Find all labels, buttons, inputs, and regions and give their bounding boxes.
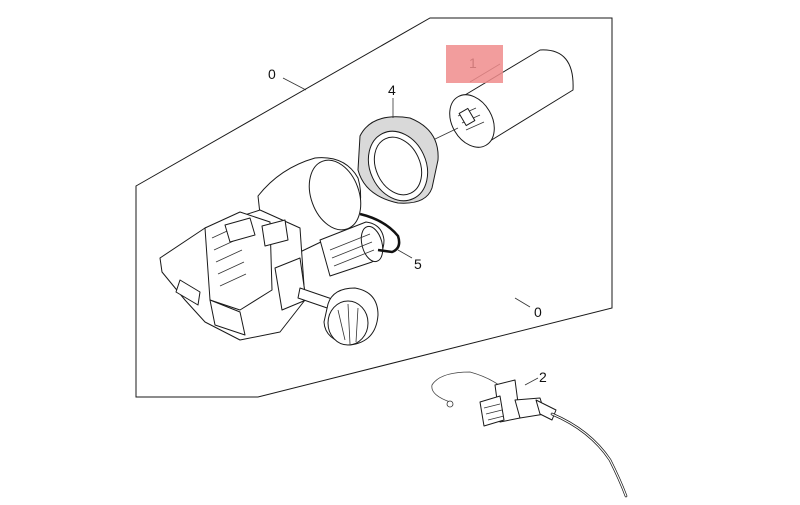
part-1-highlight[interactable] <box>446 45 503 83</box>
callout-4[interactable]: 4 <box>388 82 396 98</box>
leader-0-top <box>282 77 307 91</box>
motor-assembly <box>159 157 385 346</box>
callout-0-right: 0 <box>534 304 542 320</box>
part-1-capacitor[interactable] <box>432 49 574 155</box>
part-4-ring[interactable] <box>357 98 439 210</box>
leader-0-right <box>514 297 531 308</box>
part-5-wire[interactable] <box>359 212 413 259</box>
assembly-boundary <box>135 17 613 398</box>
callout-2[interactable]: 2 <box>539 369 547 385</box>
part-2-sensor[interactable] <box>431 371 628 498</box>
callout-0-top: 0 <box>268 66 276 82</box>
callout-5[interactable]: 5 <box>414 256 422 272</box>
